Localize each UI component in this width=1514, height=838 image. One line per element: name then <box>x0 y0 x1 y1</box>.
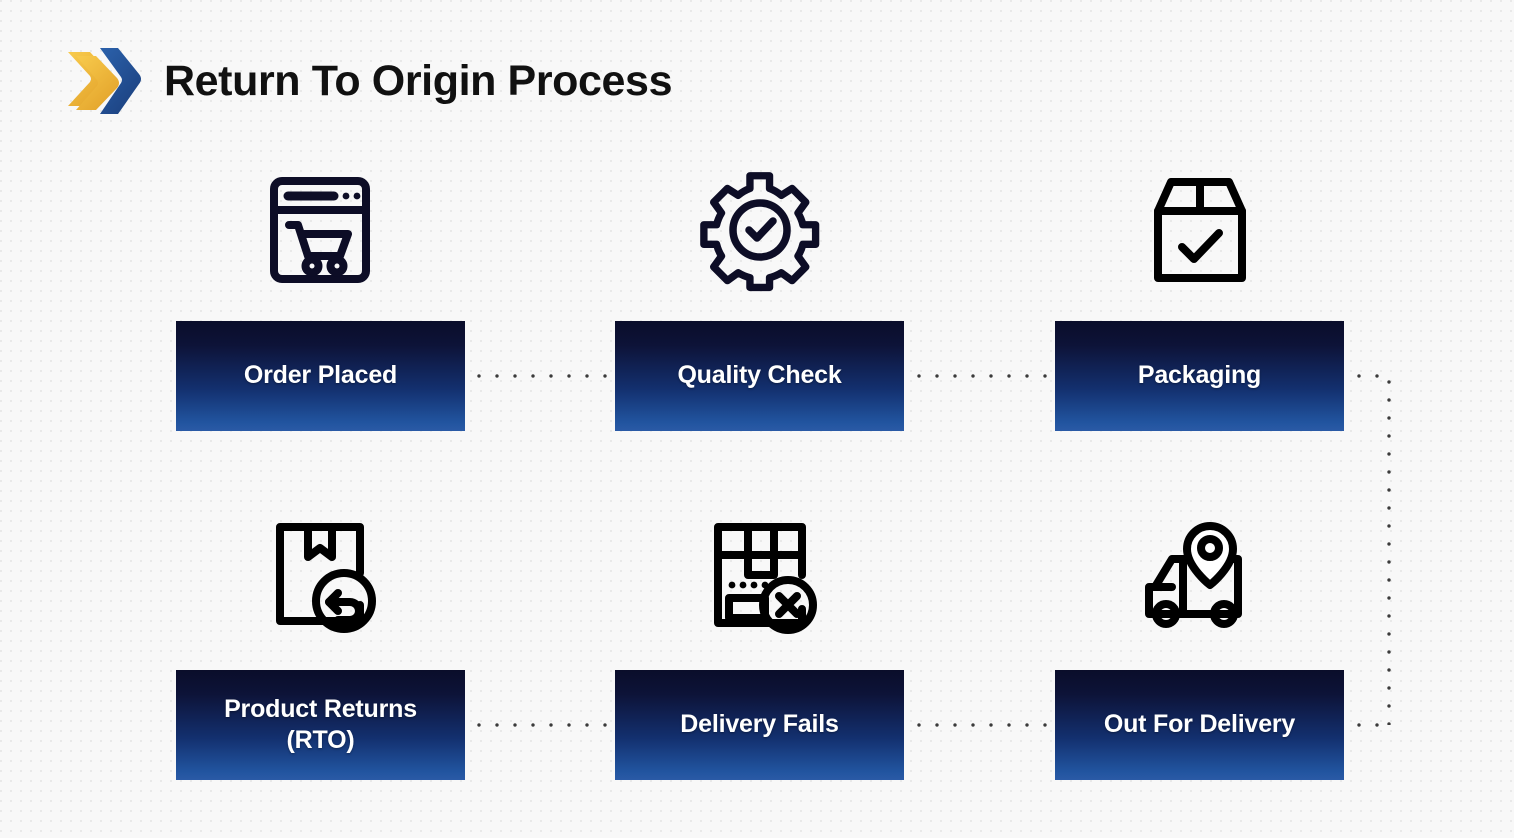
flow-card-product-returns[interactable]: Product Returns (RTO) <box>176 670 465 780</box>
connector-outfor-to-fails <box>910 722 1050 728</box>
page-title: Return To Origin Process <box>164 56 673 105</box>
browser-cart-icon <box>258 168 382 292</box>
connector-quality-to-packaging <box>910 373 1050 379</box>
connector-into-out-for-delivery <box>1350 722 1392 728</box>
flow-card-delivery-fails[interactable]: Delivery Fails <box>615 670 904 780</box>
flow-card-label: Order Placed <box>243 361 398 390</box>
flow-card-quality-check[interactable]: Quality Check <box>615 321 904 431</box>
connector-right-vertical <box>1386 373 1392 725</box>
flow-card-label-line2: (RTO) <box>286 726 355 754</box>
double-chevron-logo-icon <box>60 42 142 120</box>
flow-card-label: Quality Check <box>677 361 842 390</box>
page-header: Return To Origin Process <box>60 42 672 120</box>
flow-card-out-for-delivery[interactable]: Out For Delivery <box>1055 670 1344 780</box>
truck-location-icon <box>1138 513 1262 637</box>
flow-card-label: Product Returns (RTO) <box>224 694 417 757</box>
connector-order-to-quality <box>470 373 610 379</box>
flow-card-packaging[interactable]: Packaging <box>1055 321 1344 431</box>
connector-packaging-out-right <box>1350 373 1392 379</box>
box-return-icon <box>258 513 382 637</box>
flow-card-label: Delivery Fails <box>680 710 839 739</box>
connector-fails-to-returns <box>470 722 610 728</box>
flow-card-label-line1: Product Returns <box>224 694 417 723</box>
flow-card-label: Packaging <box>1137 361 1262 390</box>
gear-check-icon <box>698 168 822 292</box>
box-check-icon <box>1138 168 1262 292</box>
box-failed-icon <box>698 513 822 637</box>
flow-card-order-placed[interactable]: Order Placed <box>176 321 465 431</box>
flow-card-label: Out For Delivery <box>1103 710 1296 739</box>
